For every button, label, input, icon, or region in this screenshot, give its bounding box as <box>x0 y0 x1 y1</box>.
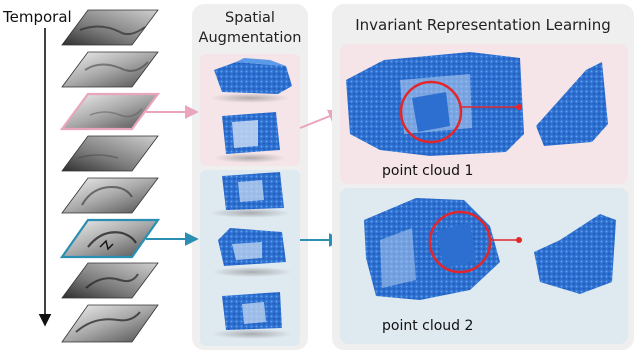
augmented-cloud-5 <box>212 292 292 339</box>
highlight-circle-1 <box>399 80 463 144</box>
augmented-cloud-3 <box>210 172 290 218</box>
augmented-cloud-2 <box>214 112 286 163</box>
augmented-cloud-4 <box>212 228 292 277</box>
augmented-cloud-1 <box>210 58 292 103</box>
frame-2 <box>61 51 159 88</box>
point-cloud-2-label: point cloud 2 <box>382 318 473 334</box>
frame-8 <box>61 304 159 343</box>
highlight-circle-2 <box>428 210 492 274</box>
frame-5 <box>61 177 159 214</box>
frame-6-highlight-teal <box>59 218 161 259</box>
frame-1 <box>61 9 159 46</box>
spatial-title-line2: Augmentation <box>199 30 302 46</box>
frame-4 <box>61 135 159 172</box>
invariant-title: Invariant Representation Learning <box>355 16 611 34</box>
point-cloud-1-label: point cloud 1 <box>382 163 473 179</box>
connector-dot-2 <box>516 237 522 243</box>
extracted-patch-2 <box>534 214 616 294</box>
spatial-title-line1: Spatial <box>225 10 275 26</box>
extracted-patch-1 <box>536 62 608 146</box>
frame-3-highlight-pink <box>59 92 161 131</box>
frame-7 <box>61 262 159 299</box>
temporal-label: Temporal <box>2 8 72 26</box>
connector-dot-1 <box>516 104 522 110</box>
frame-stack <box>59 9 161 343</box>
point-cloud-1 <box>346 52 524 156</box>
